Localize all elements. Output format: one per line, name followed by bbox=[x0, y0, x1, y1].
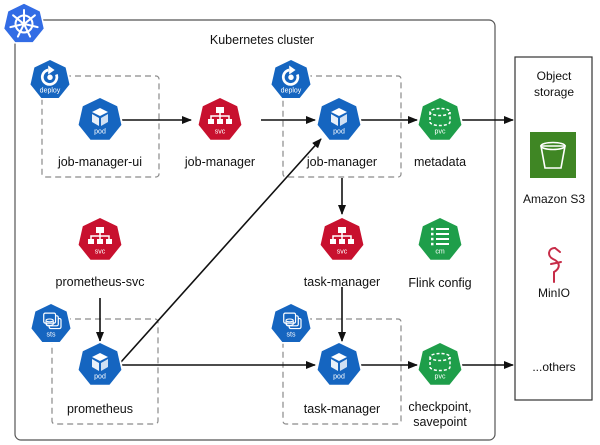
prometheus-svc-icon: svc bbox=[76, 216, 124, 262]
metadata-pvc-icon: pvc bbox=[416, 96, 464, 142]
job-manager-deploy-icon: deploy bbox=[269, 58, 313, 100]
cluster-title: Kubernetes cluster bbox=[210, 33, 314, 47]
prometheus-svc-icon-label: svc bbox=[95, 249, 106, 256]
task-manager-svc-icon-label: svc bbox=[337, 249, 348, 256]
task-manager-svc-icon: svc bbox=[318, 216, 366, 262]
storage-title-line1: Object bbox=[537, 69, 572, 83]
prometheus-sts-group bbox=[51, 318, 159, 425]
checkpoint-pvc-icon-label: pvc bbox=[435, 374, 446, 381]
storage-item-minio: MinIO bbox=[538, 286, 570, 300]
task-manager-sts-icon-label: sts bbox=[287, 331, 296, 338]
minio-flamingo-icon bbox=[548, 247, 562, 283]
flink-config-cm-icon-label: cm bbox=[435, 249, 445, 256]
storage-title-line2: storage bbox=[534, 85, 574, 99]
task-manager-pod-icon-label: pod bbox=[333, 374, 345, 381]
metadata-pvc-icon-label: pvc bbox=[435, 129, 446, 136]
storage-item-others: ...others bbox=[532, 360, 575, 374]
edge-prometheus-to-job-manager bbox=[120, 138, 322, 363]
label-job-manager-pod: job-manager bbox=[306, 155, 377, 169]
job-manager-svc-icon-label: svc bbox=[215, 129, 226, 136]
label-task-manager-pod: task-manager bbox=[304, 402, 380, 416]
job-manager-deploy-icon-label: deploy bbox=[281, 87, 302, 94]
label-metadata: metadata bbox=[414, 155, 466, 169]
job-manager-deploy-group bbox=[282, 75, 402, 178]
job-manager-ui-deploy-group bbox=[41, 75, 160, 178]
prometheus-sts-icon-label: sts bbox=[47, 331, 56, 338]
job-manager-ui-deploy-icon-label: deploy bbox=[40, 87, 61, 94]
edges bbox=[96, 116, 514, 369]
job-manager-pod-icon-label: pod bbox=[333, 129, 345, 136]
kubernetes-logo-icon bbox=[2, 2, 46, 44]
label-checkpoint: checkpoint, bbox=[408, 400, 471, 414]
label-job-manager-ui: job-manager-ui bbox=[57, 155, 142, 169]
checkpoint-pvc-icon: pvc bbox=[416, 341, 464, 387]
task-manager-pod-icon: pod bbox=[315, 341, 363, 387]
label-job-manager-svc: job-manager bbox=[184, 155, 255, 169]
k8s-resource-icons: pod deploy svc pod deploy pvc svc svc cm pod sts po… bbox=[28, 58, 464, 387]
prometheus-sts-icon: sts bbox=[29, 302, 73, 344]
storage-item-s3: Amazon S3 bbox=[523, 192, 585, 206]
job-manager-ui-pod-icon-label: pod bbox=[94, 129, 106, 136]
job-manager-ui-deploy-icon: deploy bbox=[28, 58, 72, 100]
label-task-manager-svc: task-manager bbox=[304, 275, 380, 289]
flink-config-cm-icon: cm bbox=[416, 216, 464, 262]
label-savepoint: savepoint bbox=[413, 415, 467, 429]
cluster-boundary bbox=[14, 19, 496, 441]
job-manager-ui-pod-icon: pod bbox=[76, 96, 124, 142]
prometheus-pod-icon: pod bbox=[76, 341, 124, 387]
label-prometheus-svc: prometheus-svc bbox=[56, 275, 145, 289]
task-manager-sts-icon: sts bbox=[269, 302, 313, 344]
label-prometheus: prometheus bbox=[67, 402, 133, 416]
prometheus-pod-icon-label: pod bbox=[94, 374, 106, 381]
object-storage-box bbox=[514, 56, 593, 401]
amazon-s3-icon bbox=[530, 132, 576, 178]
job-manager-pod-icon: pod bbox=[315, 96, 363, 142]
job-manager-svc-icon: svc bbox=[196, 96, 244, 142]
label-flink-config: Flink config bbox=[408, 276, 471, 290]
